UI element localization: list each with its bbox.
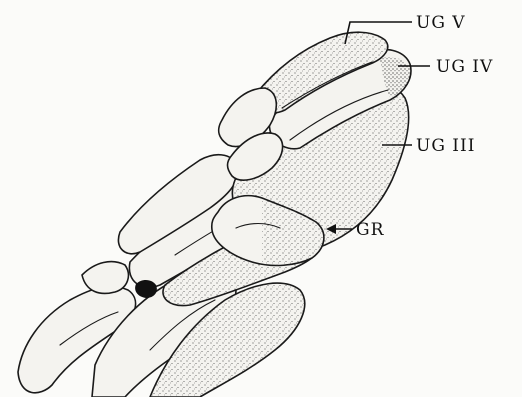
label-ug-v: UG V: [416, 13, 466, 33]
label-gr: GR: [356, 220, 385, 240]
label-ug-iii: UG III: [416, 136, 475, 156]
label-ug-iv: UG IV: [436, 57, 493, 77]
bone-lower-left-2: [82, 262, 128, 294]
dark-patch: [135, 280, 157, 298]
